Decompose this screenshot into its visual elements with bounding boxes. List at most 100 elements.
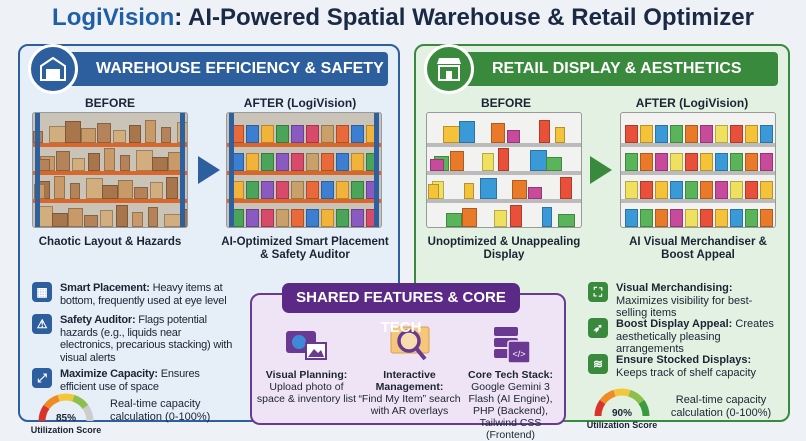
shelf-item: [462, 208, 477, 227]
shelf-item: [336, 153, 349, 171]
shelf-item: [450, 151, 464, 171]
rocket-icon: ➶: [588, 318, 608, 338]
shelf-item: [148, 207, 158, 227]
shelf-item: [558, 214, 575, 227]
retail-header: RETAIL DISPLAY & AESTHETICS: [456, 52, 778, 86]
shelf-item: [276, 125, 289, 143]
shelf-item: [670, 209, 683, 227]
warehouse-icon: ▦: [32, 282, 52, 302]
shelf-item: [336, 125, 349, 143]
arrow-right-icon: [198, 156, 220, 184]
shelf-item: [730, 181, 743, 199]
shelf-item: [542, 207, 552, 227]
shelf-item: [86, 178, 103, 199]
shelf-item: [715, 153, 728, 171]
feature-boost-display-appeal: ➶Boost Display Appeal: Creates aesthetic…: [588, 318, 778, 356]
shelf-item: [104, 148, 115, 171]
shelf-item: [730, 153, 743, 171]
shelf-item: [72, 158, 85, 171]
shelf-item: [291, 125, 304, 143]
shelf-beam: [427, 171, 581, 175]
shelf-item: [65, 121, 81, 143]
shelf-item: [81, 128, 96, 143]
shelf-item: [625, 153, 638, 171]
shelf-item: [530, 150, 547, 171]
shelf-item: [68, 208, 83, 227]
shelf-item: [261, 153, 274, 171]
gauge-segment: [599, 389, 616, 405]
shelf-item: [655, 209, 668, 227]
shelf-item: [700, 125, 713, 143]
shelf-item: [685, 125, 698, 143]
shelf-item: [745, 125, 758, 143]
shelf-item: [625, 125, 638, 143]
gauge-segment: [82, 404, 94, 422]
warehouse-header: WAREHOUSE EFFICIENCY & SAFETY: [60, 52, 388, 86]
shelf-beam: [621, 171, 775, 175]
shelf-item: [116, 205, 128, 227]
after-caption: AI-Optimized Smart Placement & Safety Au…: [221, 236, 389, 261]
shared-interactive-management: Interactive Management:“Find My Item” se…: [357, 325, 462, 417]
shelf-item: [102, 185, 118, 199]
shelf-item: [321, 209, 334, 227]
shelf-item: [351, 209, 364, 227]
shelf-item: [351, 153, 364, 171]
shelf-item: [246, 125, 259, 143]
shelf-item: [351, 125, 364, 143]
gauge-segment: [43, 394, 60, 410]
shelf-item: [546, 157, 562, 171]
shelf-item: [261, 125, 274, 143]
gauge-segment: [38, 404, 50, 422]
shelf-item: [161, 127, 171, 143]
shelf-item: [351, 181, 364, 199]
shelf-item: [49, 126, 66, 143]
shelf-item: [670, 153, 683, 171]
server-code-icon: </>: [493, 327, 531, 364]
shelf-item: [480, 178, 497, 199]
shelf-item: [166, 177, 178, 199]
shelf-item: [276, 209, 289, 227]
rack-post: [180, 113, 185, 227]
after-caption: AI Visual Merchandiser & Boost Appeal: [629, 236, 767, 261]
shelf-item: [152, 157, 168, 171]
shelf-item: [291, 209, 304, 227]
shelf-item: [625, 209, 638, 227]
shelf-beam: [621, 143, 775, 147]
resize-icon: ⤢: [32, 368, 52, 388]
after-label: AFTER (LogiVision): [635, 96, 749, 110]
shelf-item: [118, 180, 133, 199]
utilization-gauge: 85%Utilization Score: [26, 391, 106, 441]
rack-post: [229, 113, 234, 227]
shelf-item: [136, 150, 153, 171]
shelf-item: [760, 181, 773, 199]
shelf-item: [730, 125, 743, 143]
shelf-item: [640, 125, 653, 143]
shared-header: SHARED FEATURES & CORE TECH: [282, 283, 520, 336]
feature-ensure-stocked: ≋Ensure Stocked Displays: Keeps track of…: [588, 354, 778, 379]
shelf-item: [655, 181, 668, 199]
shelf-beam: [427, 199, 581, 203]
shelf-item: [150, 182, 163, 199]
warehouse-after-image: [226, 112, 382, 228]
shelf-item: [560, 177, 572, 199]
shelf-item: [84, 215, 98, 227]
gauge-arc: [38, 393, 94, 422]
shelf-item: [120, 155, 130, 171]
shelf-item: [129, 125, 141, 143]
shelf-item: [745, 181, 758, 199]
shelf-item: [246, 209, 259, 227]
feature-smart-placement: ▦Smart Placement: Heavy items at bottom,…: [32, 282, 237, 307]
shelf-item: [336, 209, 349, 227]
shelf-item: [760, 153, 773, 171]
shelf-beam: [427, 143, 581, 147]
gauge-arc: [594, 388, 650, 417]
shelf-item: [336, 181, 349, 199]
gauge-segment: [72, 394, 89, 410]
shelf-item: [640, 209, 653, 227]
shelf-item: [100, 210, 113, 227]
camera-photo-icon: [285, 331, 327, 360]
rack-post: [374, 113, 379, 227]
warehouse-icon: [28, 44, 78, 94]
shelf-item: [745, 153, 758, 171]
svg-text:</>: </>: [512, 349, 525, 359]
